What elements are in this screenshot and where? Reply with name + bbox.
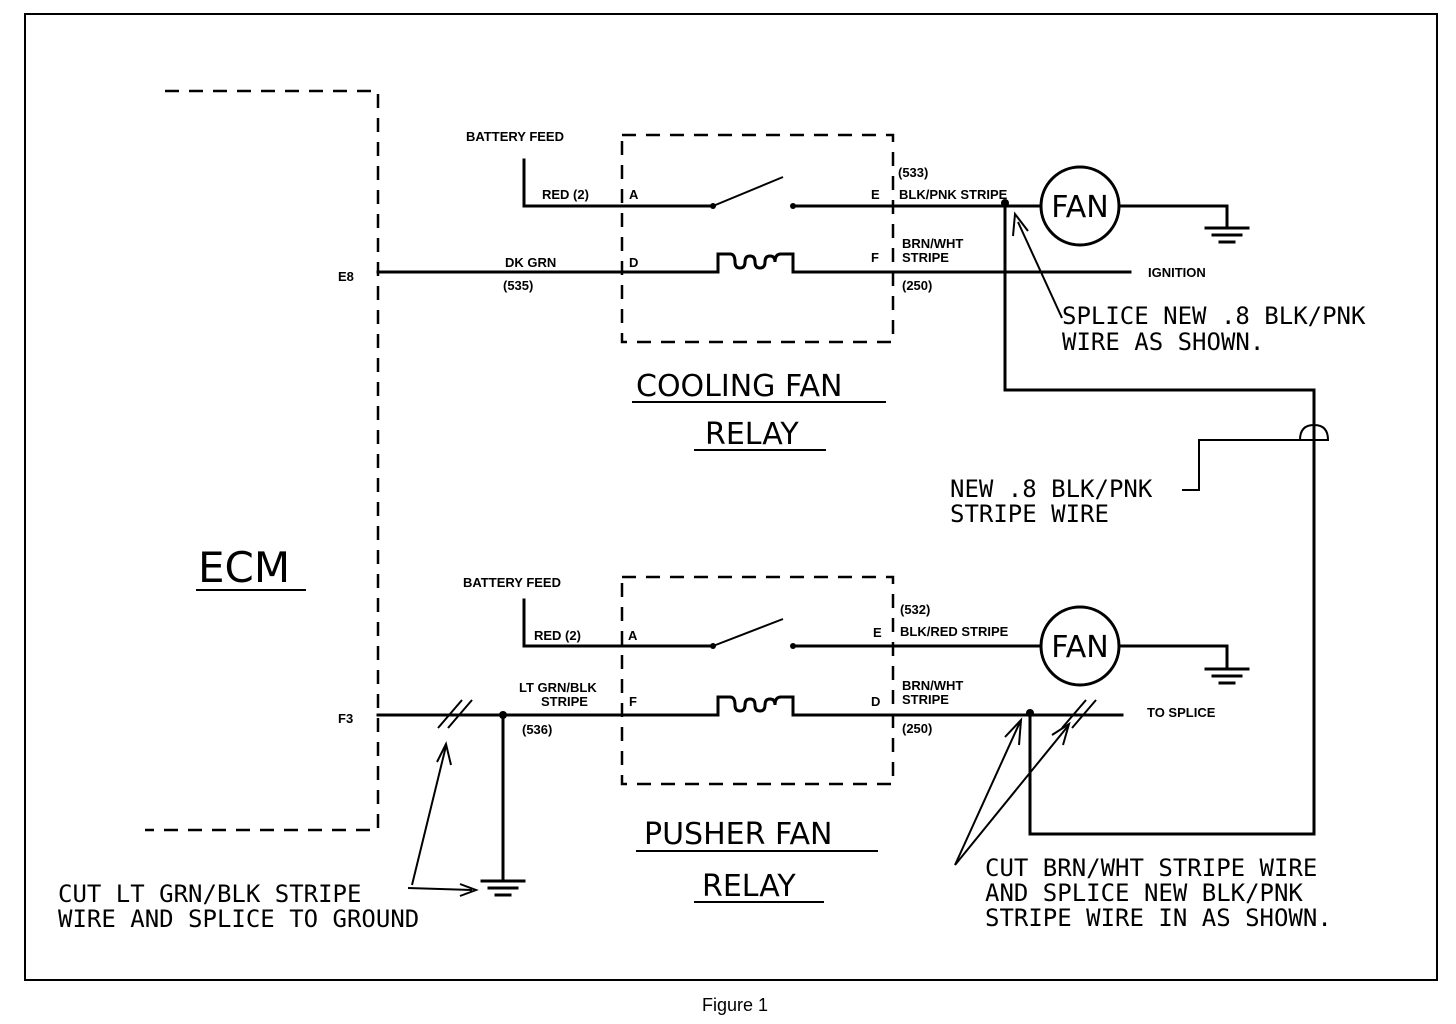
ecm-pin-e8: E8 <box>338 269 354 284</box>
pusher-circuit-e: (532) <box>900 602 930 617</box>
to-splice-label: TO SPLICE <box>1147 705 1216 720</box>
pusher-relay-coil <box>716 695 795 717</box>
pusher-fan-ground-wire <box>1117 644 1229 670</box>
cut-brn-note-2: AND SPLICE NEW BLK/PNK <box>985 879 1303 907</box>
splice-dot <box>1001 199 1009 207</box>
splice-leader <box>1017 221 1063 319</box>
cooling-switch-arm <box>712 176 784 207</box>
pusher-wire-d-1: BRN/WHT <box>902 678 963 693</box>
new-blk-pnk-wire <box>1003 204 1316 836</box>
ecm-boundary <box>145 89 380 832</box>
cooling-relay-coil <box>716 252 795 274</box>
cooling-battery-feed: BATTERY FEED <box>466 129 564 144</box>
pusher-terminal-f: F <box>629 694 637 709</box>
pusher-relay-title-1: PUSHER FAN <box>644 817 832 852</box>
cut-brn-leader <box>954 725 1069 866</box>
pusher-relay-title-2: RELAY <box>702 869 796 904</box>
cooling-terminal-e: E <box>871 187 880 202</box>
cut-brn-note-3: STRIPE WIRE IN AS SHOWN. <box>985 904 1332 932</box>
ground-leader <box>407 887 473 891</box>
cut-mark <box>437 699 463 729</box>
pusher-circuit-f: (536) <box>522 722 552 737</box>
pusher-fan-label: FAN <box>1051 630 1108 665</box>
ecm-label: ECM <box>198 543 290 592</box>
cooling-circuit-e: (533) <box>898 165 928 180</box>
pusher-wire-red: RED (2) <box>534 628 581 643</box>
pusher-terminal-d: D <box>871 694 880 709</box>
figure-caption: Figure 1 <box>702 995 768 1015</box>
cut-ground-leader-arrow <box>436 741 452 766</box>
new-wire-leader <box>1182 439 1300 491</box>
cooling-wire-f-1: BRN/WHT <box>902 236 963 251</box>
cooling-relay-box <box>620 133 895 344</box>
cooling-wire-d: DK GRN <box>505 255 556 270</box>
pusher-terminal-e: E <box>873 625 882 640</box>
brn-splice-dot <box>1026 709 1034 717</box>
cut-brn-leader-arrow <box>1004 717 1023 746</box>
new-wire-note-2: STRIPE WIRE <box>950 500 1109 528</box>
cooling-terminal-d: D <box>629 255 638 270</box>
splice-note-1: SPLICE NEW .8 BLK/PNK <box>1062 302 1366 330</box>
pusher-terminal-a: A <box>628 628 638 643</box>
splice-leader-arrow <box>1012 211 1029 237</box>
cooling-circuit-d: (535) <box>503 278 533 293</box>
wire-marker <box>1298 423 1330 441</box>
cooling-relay-title-1: COOLING FAN <box>636 369 842 404</box>
cooling-wire-red: RED (2) <box>542 187 589 202</box>
cooling-ignition-label: IGNITION <box>1148 265 1206 280</box>
cut-mark <box>447 699 473 729</box>
pusher-relay-box <box>620 575 895 786</box>
new-wire-note-1: NEW .8 BLK/PNK <box>950 475 1153 503</box>
cut-ground-note-2: WIRE AND SPLICE TO GROUND <box>58 905 419 933</box>
cut-ground-leader <box>411 745 447 886</box>
pusher-switch-arm <box>712 618 784 647</box>
pusher-wire-e: BLK/RED STRIPE <box>900 624 1009 639</box>
cut-mark <box>1071 699 1097 729</box>
cut-ground-note-1: CUT LT GRN/BLK STRIPE <box>58 880 361 908</box>
cooling-relay-title-2: RELAY <box>705 417 799 452</box>
cooling-wire-f-2: STRIPE <box>902 250 949 265</box>
cooling-terminal-a: A <box>629 187 639 202</box>
ecm-pin-f3: F3 <box>338 711 353 726</box>
cooling-battery-wire <box>522 158 715 208</box>
cut-brn-leader-arrow <box>1051 721 1071 746</box>
pusher-battery-wire <box>522 598 715 648</box>
cooling-wire-e: BLK/PNK STRIPE <box>899 187 1008 202</box>
cooling-circuit-f: (250) <box>902 278 932 293</box>
pusher-circuit-d: (250) <box>902 721 932 736</box>
cut-brn-leader <box>954 721 1021 866</box>
splice-note-2: WIRE AS SHOWN. <box>1062 328 1264 356</box>
cut-brn-note-1: CUT BRN/WHT STRIPE WIRE <box>985 854 1317 882</box>
pusher-wire-d-2: STRIPE <box>902 692 949 707</box>
cooling-fan-label: FAN <box>1051 190 1108 225</box>
pusher-battery-feed: BATTERY FEED <box>463 575 561 590</box>
pusher-wire-f-2: STRIPE <box>541 694 588 709</box>
diagram-frame <box>24 13 1438 981</box>
pusher-wire-f-1: LT GRN/BLK <box>519 680 597 695</box>
cooling-terminal-f: F <box>871 250 879 265</box>
cut-mark <box>1061 699 1087 729</box>
cooling-fan-ground-wire <box>1117 204 1229 229</box>
ground-leader-arrow <box>459 883 479 897</box>
